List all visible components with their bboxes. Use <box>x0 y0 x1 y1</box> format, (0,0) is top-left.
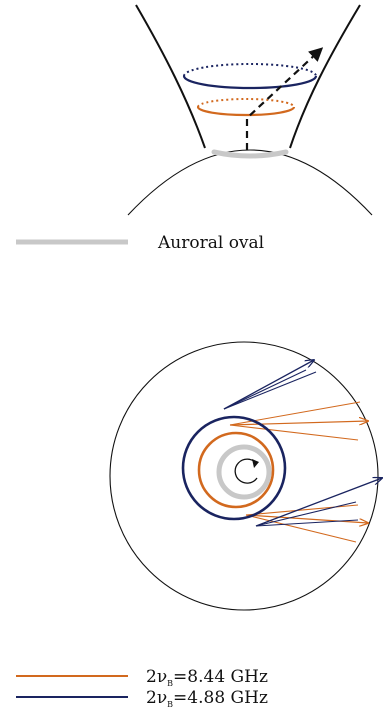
navy-beam <box>224 372 316 409</box>
navy-ring-back <box>184 64 316 76</box>
orange-ring-front <box>198 107 294 115</box>
field-line-left <box>136 5 205 148</box>
navy-beam <box>224 370 306 409</box>
orange-ring-back <box>198 99 294 107</box>
navy-legend-label: 2νB=4.88 GHz <box>146 688 268 709</box>
rotation-arrowhead <box>252 459 259 468</box>
frequency-legend: 2νB=8.44 GHz 2νB=4.88 GHz <box>16 667 268 709</box>
side-view <box>128 5 372 215</box>
auroral-oval-top <box>219 447 269 497</box>
auroral-legend: Auroral oval <box>16 233 264 253</box>
field-line-right <box>290 5 360 148</box>
auroral-legend-label: Auroral oval <box>157 233 264 253</box>
auroral-oval-side <box>214 152 286 156</box>
navy-ring-front <box>184 76 316 88</box>
star-disk <box>110 342 378 610</box>
navy-beam <box>224 360 314 409</box>
star-limb <box>128 150 372 215</box>
navy-beam <box>256 502 356 526</box>
orange-beam <box>230 425 358 440</box>
navy-beam <box>256 478 382 526</box>
orange-legend-label: 2νB=8.44 GHz <box>146 667 268 688</box>
top-view <box>110 342 382 610</box>
